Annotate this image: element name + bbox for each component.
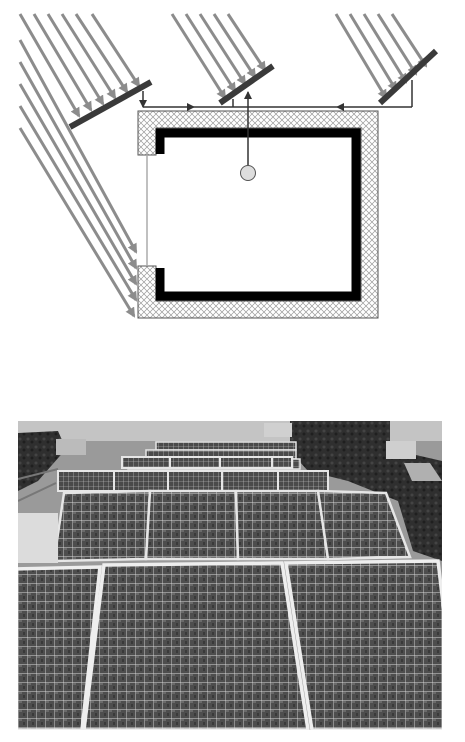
room-sensor xyxy=(240,165,256,181)
rays-middle-collector xyxy=(170,13,267,100)
insulation-layer xyxy=(137,110,379,319)
house-right xyxy=(386,441,416,459)
collector-right xyxy=(377,48,439,106)
rays-right-collector xyxy=(334,13,428,100)
air-duct xyxy=(139,80,413,166)
white-box xyxy=(18,513,58,563)
panel-row-mid xyxy=(57,456,329,492)
solar-collectors xyxy=(68,48,439,130)
railing xyxy=(18,468,59,502)
collector-left xyxy=(68,79,153,130)
building-section xyxy=(137,110,379,319)
panel-row-2 xyxy=(52,489,412,563)
collector-middle xyxy=(218,63,275,106)
rays-into-opening xyxy=(18,39,138,318)
roof-right xyxy=(404,463,442,481)
rays-left-collector xyxy=(18,13,141,118)
rooftop-solar-photo xyxy=(18,421,442,730)
panel-row-near xyxy=(18,559,442,730)
building-far xyxy=(264,423,292,437)
solar-building-diagram xyxy=(18,13,439,319)
house-left xyxy=(56,439,86,455)
inner-wall xyxy=(155,128,361,301)
